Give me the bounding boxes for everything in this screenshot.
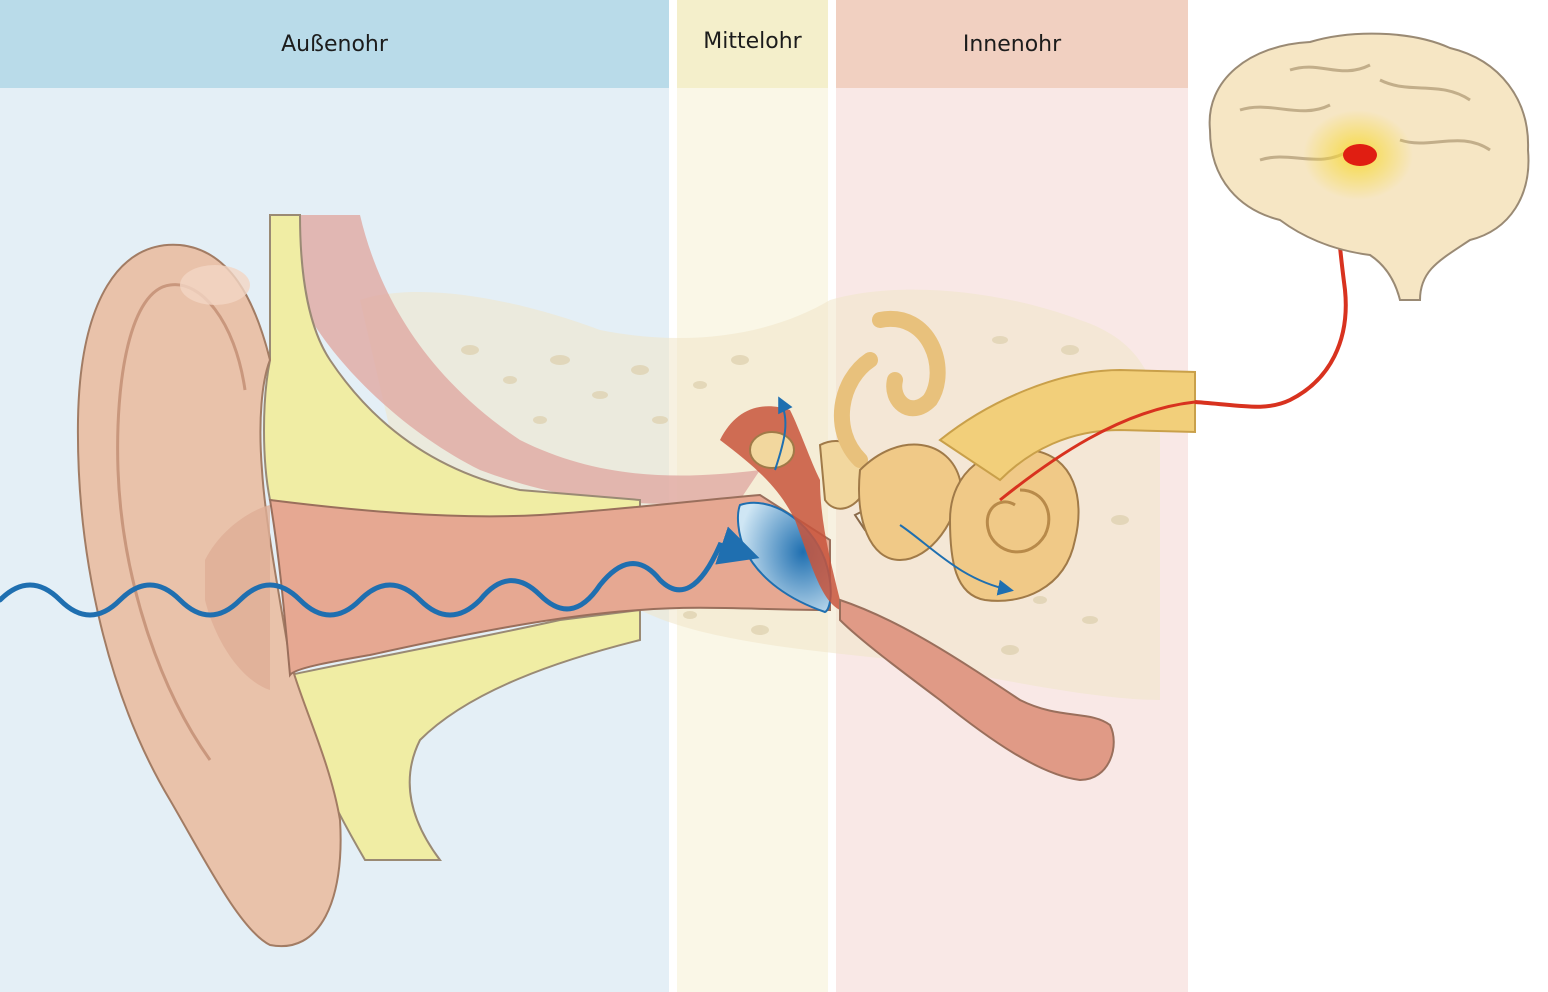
vestibular-system: [833, 310, 962, 562]
cochlear-flow-arrow: [899, 524, 1014, 596]
middle-ear-cavity: [720, 406, 840, 610]
middle-ear-header: Mittelohr: [677, 0, 828, 88]
inner-ear-label: Innenohr: [962, 31, 1062, 57]
auditory-nerve-icon: [938, 368, 1196, 482]
nerve-signal-inner: [999, 400, 1196, 502]
upper-cartilage: [263, 214, 641, 521]
eustachian-tube: [839, 598, 1115, 782]
muscle-tissue: [300, 215, 760, 504]
ear-icon: [76, 243, 342, 948]
outer-ear-label: Außenohr: [281, 31, 388, 57]
inner-ear-header: Innenohr: [836, 0, 1188, 88]
ear-canal: [268, 493, 831, 678]
outer-ear-header: Außenohr: [0, 0, 669, 88]
auditory-cortex: [1343, 144, 1377, 166]
malleus: [749, 431, 795, 469]
middle-ear-label: Mittelohr: [703, 28, 802, 54]
brain-icon: [1208, 32, 1530, 301]
ossicle-flow-arrow: [774, 396, 793, 471]
sound-wave-icon: [0, 526, 760, 618]
